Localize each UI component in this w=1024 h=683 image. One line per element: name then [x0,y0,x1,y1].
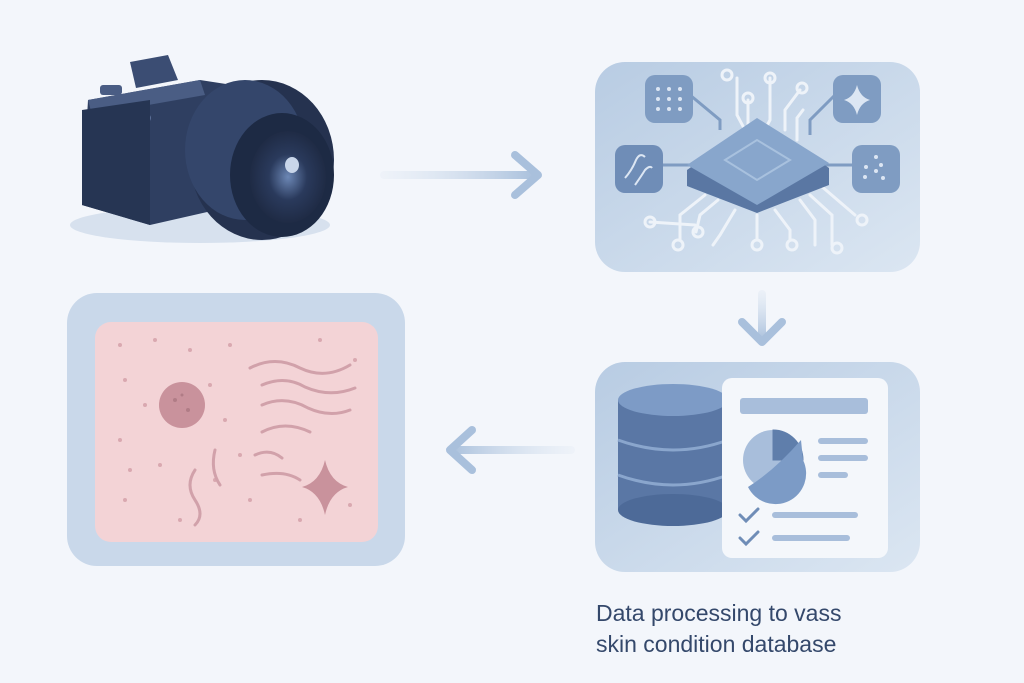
ai-chip-panel [595,62,920,272]
caption-line-2: skin condition database [596,631,837,657]
database-icon [617,384,729,526]
database-report-panel [595,362,920,572]
camera-icon [70,55,334,243]
caption-line-1: Data processing to vass [596,600,842,626]
report-icon [722,378,888,558]
arrow-right-icon [380,151,542,199]
diagram-caption: Data processing to vass skin condition d… [596,598,841,660]
arrow-left-icon [446,426,575,474]
arrow-down-icon [738,290,786,346]
skin-sample-icon [67,293,405,566]
